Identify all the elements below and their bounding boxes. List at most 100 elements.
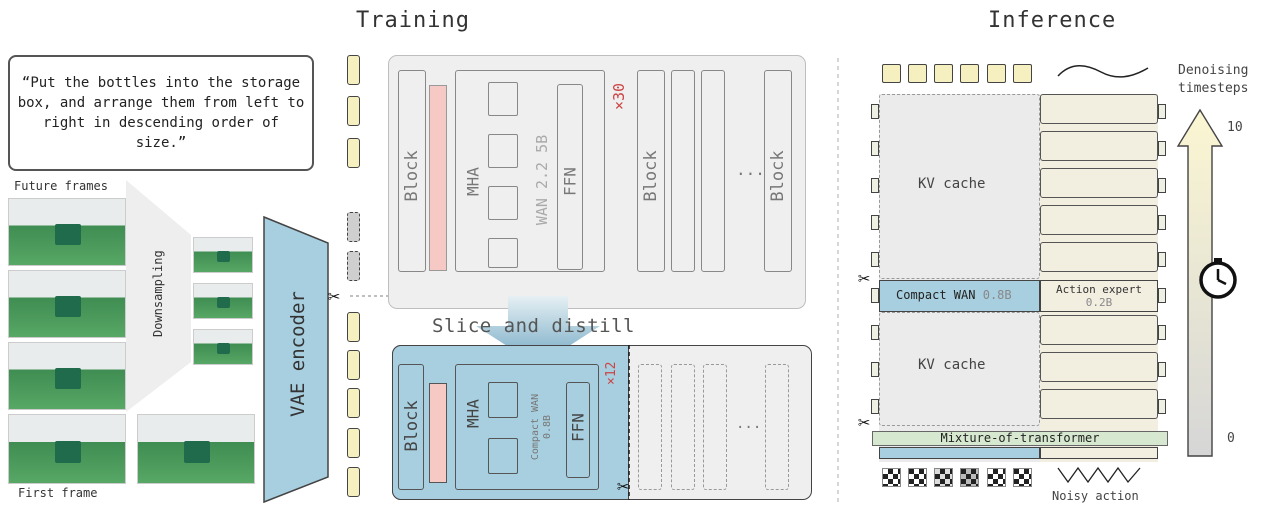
noise-token [882,468,901,487]
student-scissors-icon: ✂ [617,474,630,498]
action-expert-label: Action expert [1055,283,1143,296]
teacher-attn-head [488,82,518,116]
inference-scissors-icon: ✂ [858,266,871,290]
kv-cache-label-top: KV cache [918,176,986,192]
small-frame-3 [193,329,253,365]
action-wave-icon [1057,65,1149,78]
student-ffn-label: FFN [568,413,588,442]
noisy-action-wave-icon [1057,466,1141,484]
frame-token [987,64,1006,83]
noise-token [934,468,953,487]
future-frames-label: Future frames [14,179,108,193]
inference-title: Inference [988,8,1117,33]
timestep-top-label: 10 [1227,120,1243,135]
action-row [1040,242,1158,272]
teacher-ellipsis: ... [736,160,765,179]
pruned-block [638,364,662,490]
downsampling-wedge [126,180,191,412]
compact-wan-row [879,280,1040,312]
small-frame-1 [193,237,253,273]
row-tab [871,141,879,156]
row-tab [1158,215,1166,230]
teacher-block-4 [701,70,725,272]
teacher-ffn-box [557,84,583,270]
teacher-block-1 [398,70,426,272]
row-tab [1158,362,1166,377]
scissors-icon: ✂ [328,284,341,308]
pruned-block [703,364,727,490]
first-frame-a [8,414,126,484]
mot-video-base [879,447,1040,459]
row-tab [1158,178,1166,193]
noise-token [1013,468,1032,487]
row-tab [1158,252,1166,267]
teacher-model-panel [388,55,806,309]
section-divider [837,58,839,506]
denoising-label: Denoising timesteps [1178,63,1249,96]
teacher-block-3 [671,70,695,272]
action-row [1040,315,1158,345]
text-token [347,96,360,126]
student-attn-head [488,438,518,474]
student-ellipsis: ... [736,416,762,432]
teacher-norm-strip [429,85,447,271]
teacher-attn-head [488,238,518,268]
text-token [347,138,360,168]
compact-wan-text: Compact WAN [896,288,976,302]
inference-scissors-icon-2: ✂ [858,410,871,434]
vae-encoder-label: VAE encoder [287,291,309,417]
latent-token [347,312,360,342]
latent-token [347,467,360,497]
action-row [1040,168,1158,198]
future-frame-1 [8,198,126,266]
student-model-name: Compact WAN 0.8B [530,393,553,461]
teacher-block-last-label: Block [768,150,788,202]
mixture-of-transformer-bar: Mixture-of-transformer [872,431,1168,446]
action-stream-panel [1040,94,1158,462]
pruned-block [671,364,695,490]
latent-token [347,388,360,418]
kv-cache-bottom-group [879,312,1040,426]
teacher-attn-head [488,186,518,220]
teacher-block-2 [637,70,665,272]
frame-token [1013,64,1032,83]
row-tab [871,362,879,377]
future-frame-3 [8,342,126,410]
kv-cache-top-group [879,94,1040,279]
slice-distill-label: Slice and distill [432,315,635,337]
frame-token [960,64,979,83]
noise-token [908,468,927,487]
teacher-block-last [764,70,792,272]
row-tab [1158,288,1166,303]
student-mha-label: MHA [463,399,483,428]
student-cut-line [628,345,630,500]
student-norm-strip [429,383,447,483]
latent-token [347,428,360,458]
dropped-token [347,212,360,242]
student-repeat-label: ×12 [604,361,619,385]
teacher-model-name: WAN 2.2 5B [533,134,551,226]
teacher-block2-label: Block [641,150,661,202]
noise-token [987,468,1006,487]
instruction-prompt: “Put the bottles into the storage box, a… [8,55,314,171]
timestep-bottom-label: 0 [1227,431,1235,446]
student-ffn-box [566,382,590,478]
compact-wan-label: Compact WAN 0.8B [896,288,1012,302]
action-row [1040,389,1158,419]
dropped-token [347,251,360,281]
frame-token [908,64,927,83]
noisy-action-label: Noisy action [1052,489,1139,503]
teacher-repeat-label: ×30 [610,82,628,110]
row-tab [1158,141,1166,156]
row-tab [871,252,879,267]
action-row [1040,352,1158,382]
teacher-attention-group [455,70,605,272]
student-attention-group [455,364,599,490]
text-token [347,55,360,85]
row-tab [871,288,879,303]
first-frame-b [137,414,255,484]
latent-token [347,350,360,380]
action-expert-size: 0.2B [1085,296,1113,309]
teacher-ffn-label: FFN [560,167,580,196]
first-frame-label: First frame [18,486,98,500]
